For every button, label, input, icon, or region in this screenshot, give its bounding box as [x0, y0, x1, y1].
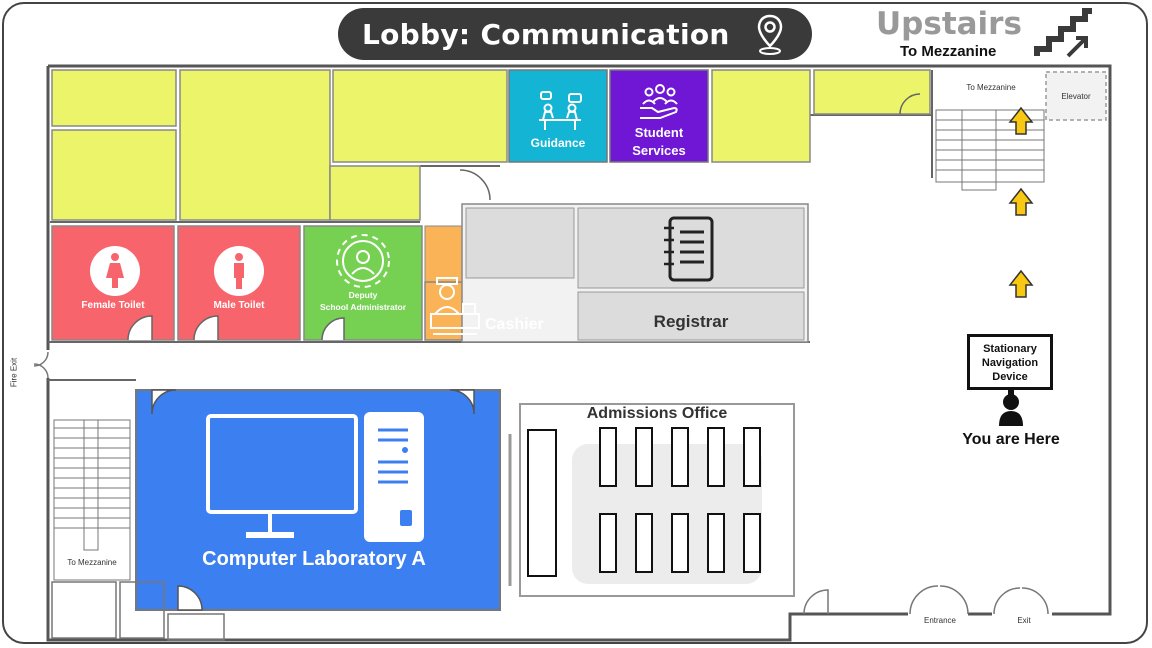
registrar-area[interactable]: Registrar	[578, 208, 804, 340]
student-services-area[interactable]: Student Services	[610, 70, 708, 162]
elevator-box	[1045, 71, 1107, 121]
stairs-up-icon	[1034, 8, 1092, 58]
office-yellow-2	[51, 129, 177, 221]
office-yellow-5	[332, 69, 508, 163]
computer-icon	[206, 412, 424, 542]
office-yellow-7	[813, 69, 931, 115]
office-yellow-3	[179, 69, 331, 221]
kiosk-line-1: Stationary	[983, 343, 1037, 355]
female-toilet-label: Female Toilet	[81, 300, 145, 311]
meeting-icon	[539, 91, 582, 130]
registrar-room	[577, 291, 805, 341]
to-mezzanine-top-label: To Mezzanine	[966, 83, 1016, 92]
female-toilet-area[interactable]: Female Toilet	[52, 226, 174, 340]
cashier-icon	[430, 277, 480, 335]
exit-label: Exit	[1017, 616, 1031, 625]
upstairs-indicator[interactable]: Upstairs To Mezzanine	[876, 6, 1096, 62]
male-toilet-area[interactable]: Male Toilet	[178, 226, 300, 340]
direction-arrows	[1008, 106, 1034, 298]
student-services-label-2: Services	[632, 143, 686, 158]
kiosk-stand	[1008, 390, 1014, 396]
map-pin-icon	[757, 14, 783, 55]
kiosk-line-3: Device	[992, 371, 1028, 383]
office-yellow-1	[51, 69, 177, 127]
notebook-icon	[664, 216, 714, 282]
entrance-label: Entrance	[923, 616, 957, 625]
elevator-label[interactable]: Elevator	[1061, 92, 1091, 101]
office-yellow-4	[329, 165, 421, 221]
office-yellow-6	[711, 69, 811, 163]
admin-gear-icon	[336, 234, 390, 288]
guidance-label: Guidance	[530, 136, 586, 150]
to-mezzanine-bottom-label: To Mezzanine	[67, 558, 117, 567]
student-services-label-1: Student	[634, 125, 684, 140]
person-icon	[999, 394, 1023, 426]
stairs-left	[53, 419, 131, 581]
male-icon	[214, 246, 264, 296]
upstairs-subtitle: To Mezzanine	[900, 43, 997, 60]
cashier-label: Cashier	[485, 316, 544, 333]
header-title-pill: Lobby: Communication	[338, 8, 812, 60]
computer-lab-label[interactable]: Computer Laboratory A	[202, 548, 426, 570]
admissions-label: Admissions Office	[586, 405, 728, 422]
computer-lab-room	[135, 389, 501, 611]
student-services-icon	[640, 84, 678, 119]
fire-exit-label: Fire Exit	[9, 357, 19, 388]
navigation-kiosk[interactable]: Stationary Navigation Device	[967, 334, 1053, 396]
deputy-area[interactable]: Deputy School Administrator	[304, 226, 422, 340]
female-icon	[90, 246, 140, 296]
deputy-room	[303, 225, 423, 341]
kiosk-line-2: Navigation	[981, 357, 1039, 369]
cashier-area[interactable]: Cashier	[425, 270, 575, 340]
page-title: Lobby: Communication	[362, 17, 730, 51]
deputy-label-1: Deputy	[348, 290, 378, 300]
registrar-label: Registrar	[653, 312, 729, 331]
guidance-room	[508, 69, 608, 163]
you-are-here-label: You are Here	[962, 431, 1060, 448]
male-toilet-label: Male Toilet	[213, 300, 265, 311]
upstairs-title: Upstairs	[876, 6, 1022, 42]
guidance-area[interactable]: Guidance	[509, 70, 607, 162]
deputy-label-2: School Administrator	[319, 302, 407, 312]
